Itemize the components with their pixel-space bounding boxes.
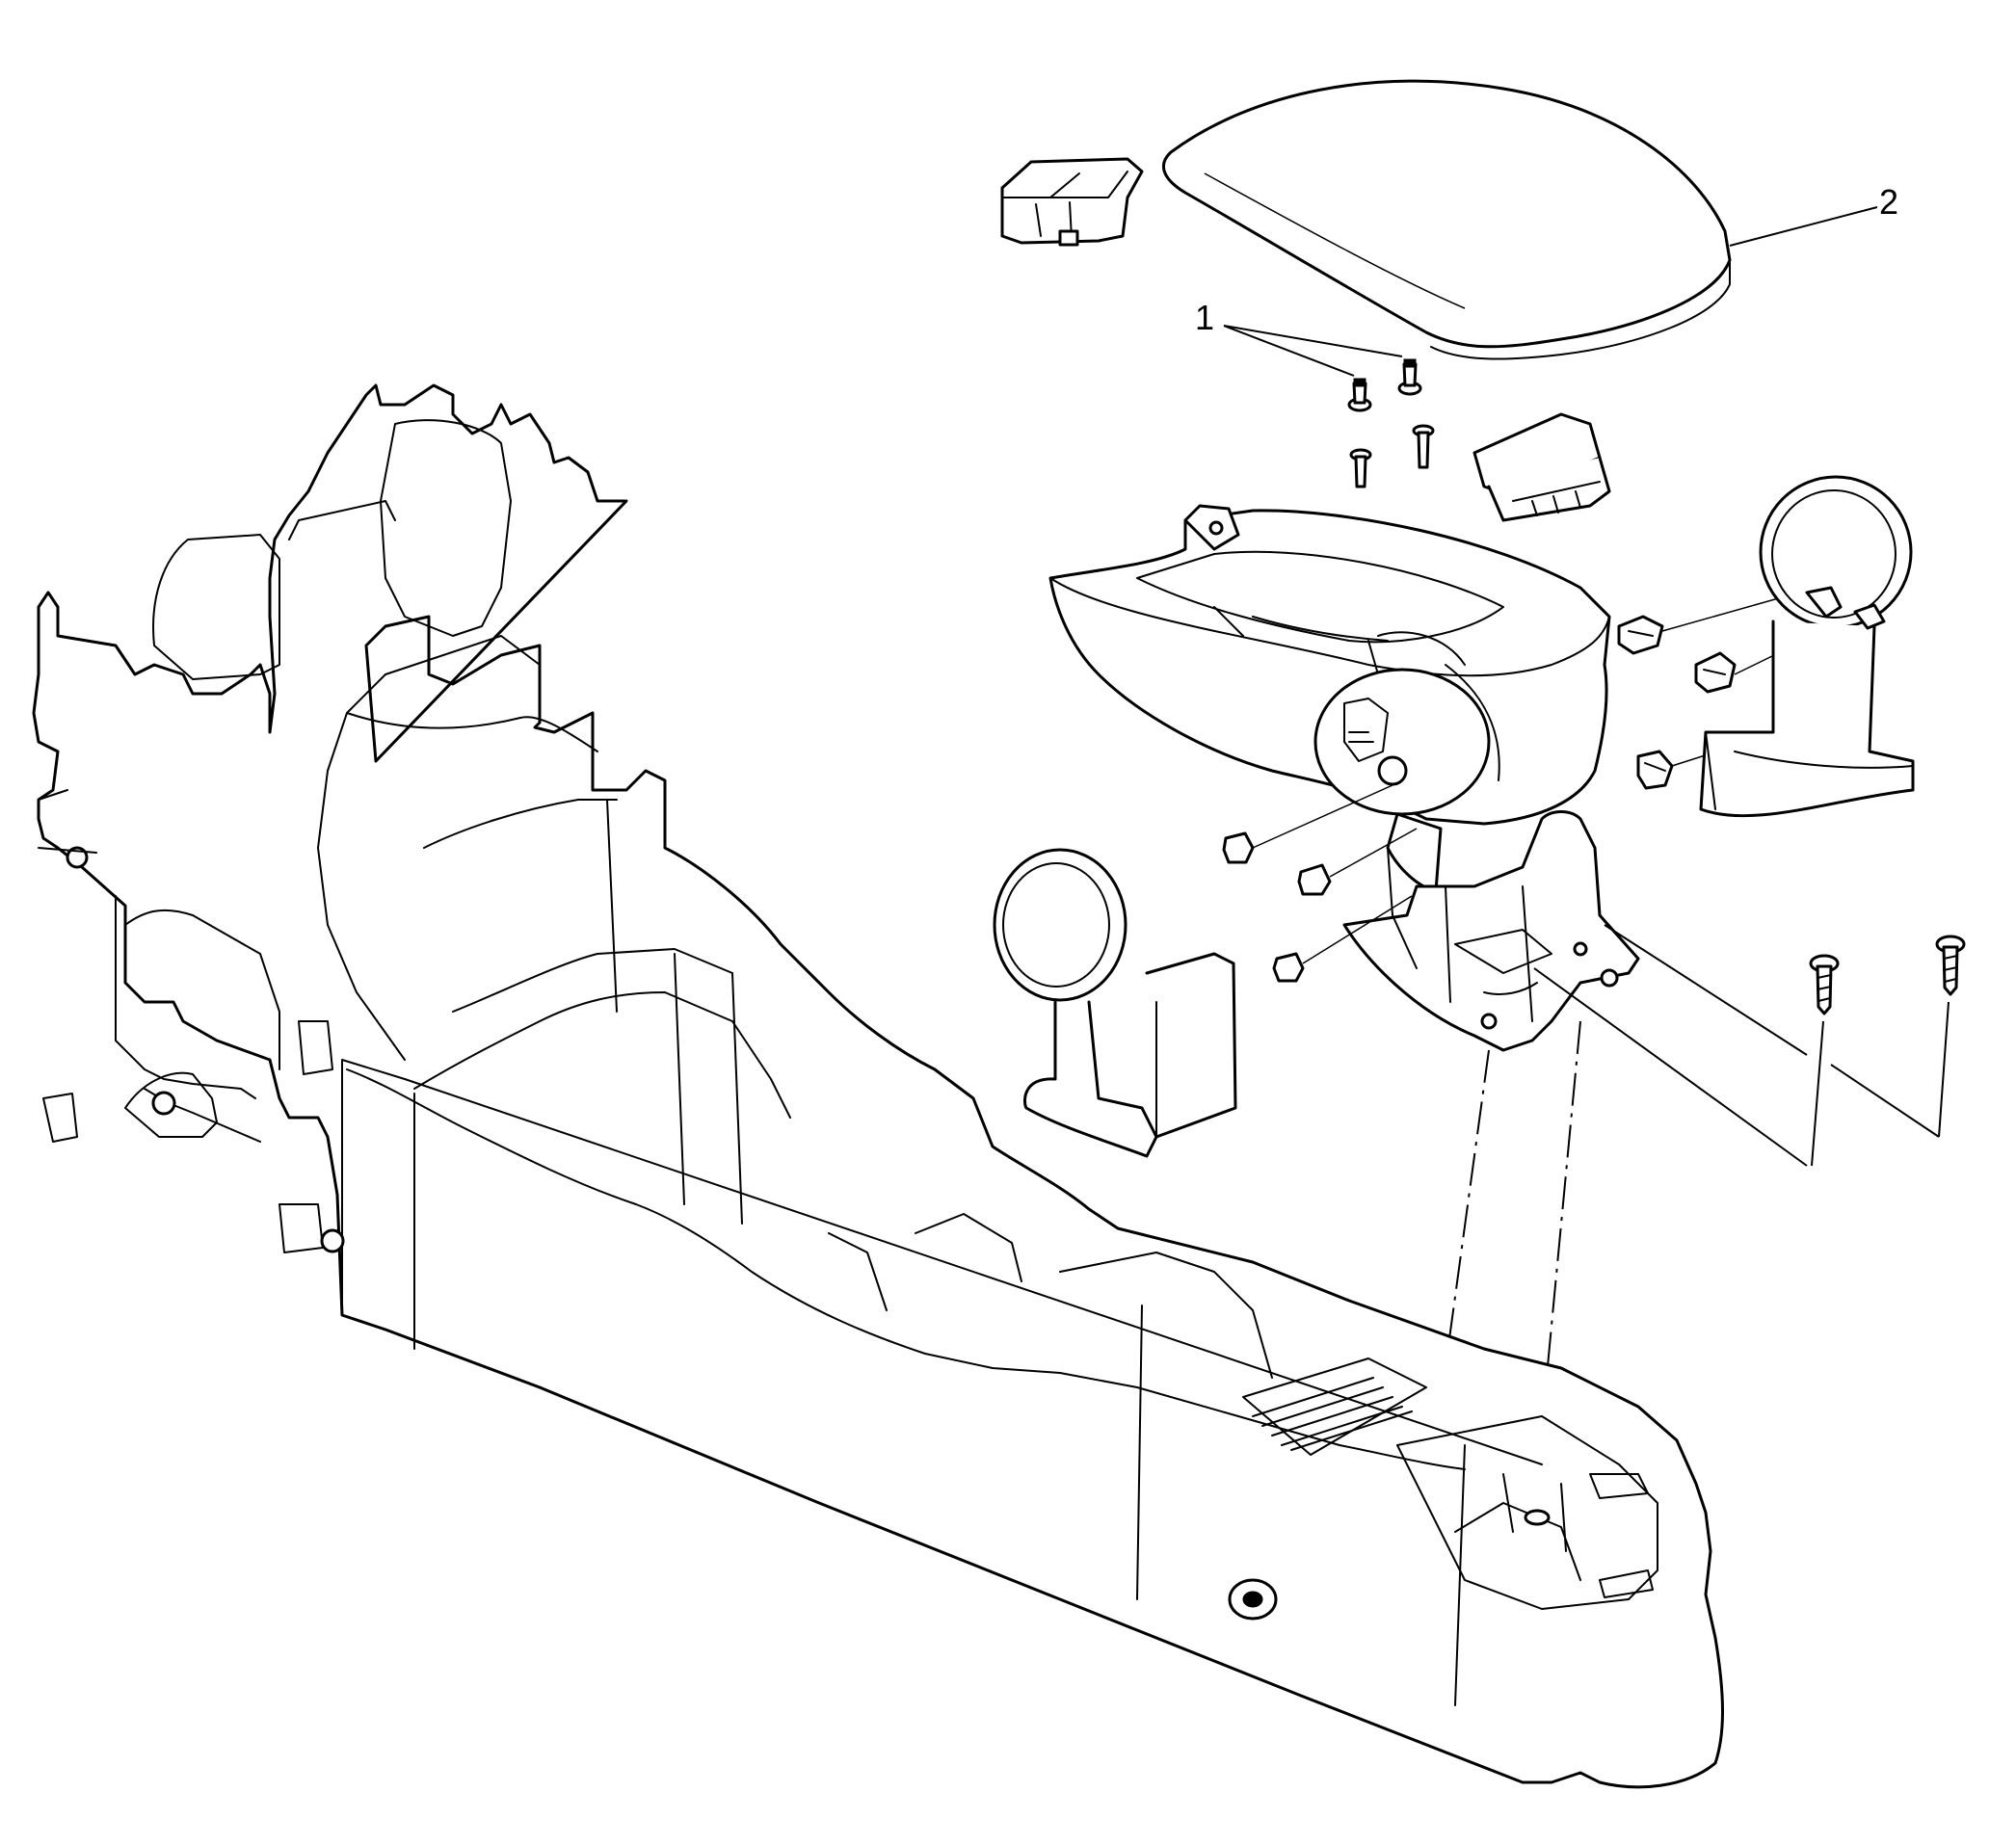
bracket-base — [1342, 810, 1640, 1052]
lid-latch — [1000, 157, 1144, 247]
alignment-line-2 — [1534, 1020, 1581, 1499]
screw-4 — [1412, 424, 1435, 469]
mounting-bolts — [1533, 924, 1966, 1167]
callout-1-label: 1 — [1195, 298, 1214, 337]
clip-f — [1272, 952, 1305, 983]
clip-d — [1222, 831, 1255, 864]
screw-fasteners: 1 — [1195, 298, 1435, 488]
screw-1 — [1347, 378, 1372, 412]
lid-hinge — [1472, 412, 1611, 522]
right-end-cap — [1699, 475, 1915, 818]
screw-3 — [1349, 448, 1372, 488]
floor-console — [32, 383, 1724, 1789]
callout-2-label: 2 — [1879, 182, 1898, 222]
bolt-2 — [1935, 935, 1966, 996]
clip-c — [1636, 750, 1674, 790]
bolt-1 — [1809, 954, 1840, 1015]
clip-b — [1694, 651, 1737, 694]
armrest-bin — [1048, 504, 1611, 826]
screw-2 — [1397, 358, 1422, 396]
left-end-cap — [993, 848, 1237, 1158]
clip-e — [1297, 863, 1332, 896]
retaining-clips — [1222, 577, 1890, 983]
armrest-lid — [1161, 79, 1732, 360]
clip-a — [1617, 615, 1664, 655]
